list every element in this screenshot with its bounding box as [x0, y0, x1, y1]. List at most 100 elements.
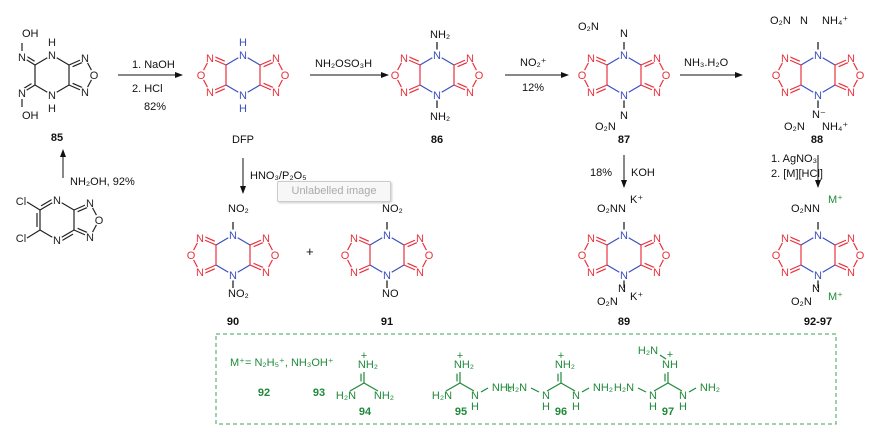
atom-n: N	[81, 87, 89, 99]
h2n: H₂N	[638, 345, 658, 357]
atom-mask	[204, 52, 216, 64]
m-no2-top: O₂N	[791, 203, 812, 215]
atom-mask	[389, 69, 401, 81]
m-n-top: N	[812, 203, 820, 215]
atom-n: N	[272, 53, 280, 65]
h: H	[542, 401, 550, 413]
label-92: 92	[258, 387, 270, 399]
atom-n: N	[81, 53, 89, 65]
double-bond	[203, 268, 216, 275]
bond	[363, 382, 379, 392]
atom-n: N	[383, 230, 391, 242]
label-87: 87	[618, 134, 630, 146]
atom-n: N	[587, 87, 595, 99]
r1-yield: 82%	[144, 101, 166, 113]
89-n-top: N	[618, 203, 626, 215]
atom-o: O	[391, 70, 400, 82]
label-94: 94	[359, 406, 372, 418]
87-no2-bottom: O₂N	[595, 121, 616, 133]
atom-mask	[398, 52, 410, 64]
r6-yield: 18%	[590, 167, 612, 179]
structure-94	[349, 372, 379, 392]
atom-mask	[770, 249, 782, 261]
tooltip: Unlabelled image	[277, 181, 391, 202]
atom-mask	[414, 232, 426, 244]
atom-mask	[227, 269, 239, 281]
atom-o: O	[772, 70, 781, 82]
atom-n: N	[466, 53, 474, 65]
88-no2-top: O₂N	[770, 15, 791, 27]
atom-mask	[398, 86, 410, 98]
n: N	[679, 390, 687, 402]
double-bond	[213, 88, 226, 95]
88-n-bottom: N⁻	[812, 109, 826, 121]
atom-n: N	[400, 53, 408, 65]
atom-mask	[237, 49, 249, 61]
h: H	[649, 401, 657, 413]
atom-mask	[185, 249, 197, 261]
atom-n: N	[262, 233, 270, 245]
label-85: 85	[51, 132, 63, 144]
atom-n: N	[587, 233, 595, 245]
87-n-bottom: N	[620, 110, 628, 122]
double-bond	[263, 82, 276, 89]
r2-reagent: NH₂OSO₃H	[315, 58, 372, 70]
atom-n: N	[48, 50, 56, 62]
atom-mask	[854, 249, 866, 261]
double-bond	[788, 88, 801, 95]
atom-mask	[812, 229, 824, 241]
atom-mask	[779, 266, 791, 278]
atom-n: N	[350, 233, 358, 245]
atom-o: O	[95, 215, 104, 227]
bond	[26, 229, 41, 239]
atom-mask	[845, 52, 857, 64]
atom-n: N	[781, 233, 789, 245]
87-no2-top: O₂N	[578, 21, 599, 33]
bond	[546, 382, 562, 392]
atom-mask	[84, 231, 96, 243]
atom-mask	[779, 52, 791, 64]
atom-o: O	[197, 70, 206, 82]
double-bond	[788, 55, 801, 62]
bond	[480, 387, 489, 393]
double-bond	[838, 61, 851, 68]
90-no2-top: NO₂	[228, 203, 249, 215]
double-bond	[407, 88, 420, 95]
atom-mask	[812, 89, 824, 101]
atom-mask	[585, 86, 597, 98]
atom-o: O	[856, 250, 865, 262]
atom-mask	[779, 86, 791, 98]
double-bond	[838, 241, 851, 248]
atom-mask	[464, 86, 476, 98]
atom-mask	[576, 69, 588, 81]
r7-line1: 1. AgNO₃	[771, 153, 817, 165]
cation-definition: M⁺= N₂H₅⁺, NH₃OH⁺	[230, 357, 334, 369]
87-n-top: N	[620, 28, 628, 40]
m-cation-top: M⁺	[828, 194, 843, 206]
nh2: NH₂	[700, 382, 720, 394]
double-bond	[40, 198, 54, 207]
bond	[445, 382, 461, 392]
atom-o: O	[281, 70, 290, 82]
double-bond	[213, 55, 226, 62]
double-bond	[72, 61, 85, 68]
atom-mask	[270, 86, 282, 98]
86-nh2-bottom: NH₂	[430, 111, 450, 123]
atom-n: N	[847, 233, 855, 245]
atom-mask	[195, 69, 207, 81]
atom-mask	[381, 269, 393, 281]
atom-mask	[79, 86, 91, 98]
atom-n: N	[206, 87, 214, 99]
atom-h: H	[48, 103, 56, 115]
atom-mask	[576, 249, 588, 261]
atom-n: N	[653, 267, 661, 279]
atom-n: N	[847, 87, 855, 99]
double-bond	[457, 61, 470, 68]
r6-reagent: KOH	[631, 167, 655, 179]
atom-o: O	[187, 250, 196, 262]
